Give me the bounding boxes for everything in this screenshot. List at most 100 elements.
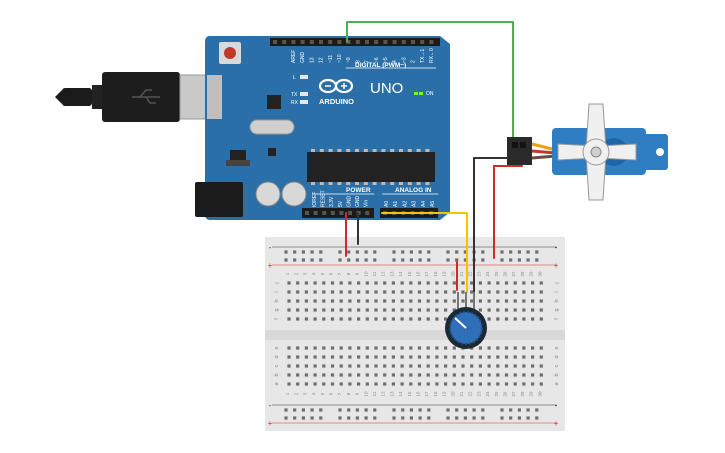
breadboard: 1122334455667788991010111112121313141415…	[265, 237, 565, 431]
pin-label: GND	[355, 196, 361, 208]
column-number: 5	[320, 392, 325, 395]
row-letter: a	[274, 382, 280, 386]
column-number: 6	[329, 272, 334, 275]
column-number: 10	[363, 271, 368, 277]
brand-label: ARDUINO	[319, 97, 354, 106]
row-letter: d	[554, 355, 560, 358]
column-number: 29	[529, 391, 534, 397]
column-number: 2	[294, 392, 299, 395]
pin-label: A4	[421, 201, 427, 207]
pin-label: 7	[365, 60, 371, 63]
row-letter: j	[554, 282, 560, 284]
row-letter: h	[274, 299, 280, 302]
column-number: 19	[442, 271, 447, 277]
column-number: 26	[503, 391, 508, 397]
column-number: 21	[459, 391, 464, 397]
pin-label: 5V	[338, 200, 344, 207]
row-letter: d	[274, 355, 280, 358]
column-number: 12	[381, 391, 386, 397]
rail-minus-sign: -	[269, 401, 272, 410]
pin-label: RESET	[321, 190, 327, 207]
row-letter: h	[554, 299, 560, 302]
column-number: 2	[294, 272, 299, 275]
rail-minus-sign: -	[555, 243, 558, 252]
rail-plus-sign: +	[268, 261, 273, 270]
wire-green[interactable]	[346, 21, 514, 141]
rail-minus-sign: -	[269, 243, 272, 252]
potentiometer[interactable]	[445, 292, 487, 349]
column-number: 15	[407, 271, 412, 277]
pin-label: 2	[411, 60, 417, 63]
pin-label: TX→1	[420, 49, 426, 63]
atmega-chip	[307, 152, 435, 182]
pin-label: Vin	[364, 200, 370, 207]
wire-yellow[interactable]	[381, 212, 468, 293]
column-number: 25	[494, 391, 499, 397]
pin-label: ~10	[337, 54, 343, 63]
led-tx-label: TX	[291, 92, 298, 98]
capacitor	[255, 181, 281, 207]
pin-label: AREF	[291, 50, 297, 63]
column-number: 11	[372, 271, 377, 276]
pin-label: 3.3V	[329, 196, 335, 207]
pin-label: GND	[346, 196, 352, 208]
column-number: 28	[520, 391, 525, 397]
column-number: 7	[337, 272, 342, 275]
column-number: 30	[537, 271, 542, 277]
column-number: 22	[468, 391, 473, 397]
led-l-label: L	[293, 75, 296, 81]
column-number: 19	[442, 391, 447, 397]
column-number: 14	[398, 271, 403, 277]
column-number: 16	[416, 391, 421, 397]
column-number: 17	[424, 391, 429, 397]
column-number: 22	[468, 271, 473, 277]
servo-connector	[507, 137, 532, 165]
column-number: 30	[537, 391, 542, 397]
servo-horn-icon	[557, 103, 637, 201]
arduino-logo-icon	[318, 78, 354, 94]
rail-plus-sign: +	[554, 261, 559, 270]
wire-servo-black[interactable]	[473, 157, 513, 293]
pin-label: IOREF	[312, 192, 318, 207]
column-number: 23	[476, 391, 481, 397]
column-number: 7	[337, 392, 342, 395]
pin-label: RX←0	[429, 48, 435, 63]
pin-label: A5	[430, 201, 436, 207]
capacitor	[281, 181, 307, 207]
servo-motor	[507, 103, 668, 201]
column-number: 9	[355, 392, 360, 395]
column-number: 10	[363, 391, 368, 397]
wires	[345, 21, 523, 293]
column-number: 14	[398, 391, 403, 397]
column-number: 8	[346, 392, 351, 395]
column-number: 20	[450, 271, 455, 277]
column-number: 17	[424, 271, 429, 277]
pin-label: 13	[309, 57, 315, 63]
model-label: UNO	[370, 80, 403, 97]
pin-label: 12	[319, 57, 325, 63]
pot-knob-indicator-icon	[454, 317, 467, 329]
row-letter: g	[274, 308, 280, 311]
analog-label: ANALOG IN	[395, 187, 432, 194]
row-letter: i	[554, 291, 560, 292]
digital-label: DIGITAL (PWM~)	[355, 62, 406, 69]
column-number: 13	[389, 271, 394, 277]
column-number: 28	[520, 271, 525, 277]
pin-label: ~5	[383, 57, 389, 63]
pin-label: ~11	[328, 55, 334, 63]
crystal	[249, 119, 295, 135]
column-number: 12	[381, 271, 386, 277]
wire-servo-red[interactable]	[493, 165, 523, 259]
rail-minus-sign: -	[555, 401, 558, 410]
row-letter: i	[274, 291, 280, 292]
row-letter: f	[554, 318, 560, 320]
column-number: 18	[433, 391, 438, 397]
pin-label: A3	[412, 201, 418, 207]
pin-label: ~3	[401, 57, 407, 63]
pin-label: A2	[402, 201, 408, 207]
pin-label: 4	[392, 60, 398, 63]
column-number: 26	[503, 271, 508, 277]
row-letter: e	[274, 346, 280, 349]
